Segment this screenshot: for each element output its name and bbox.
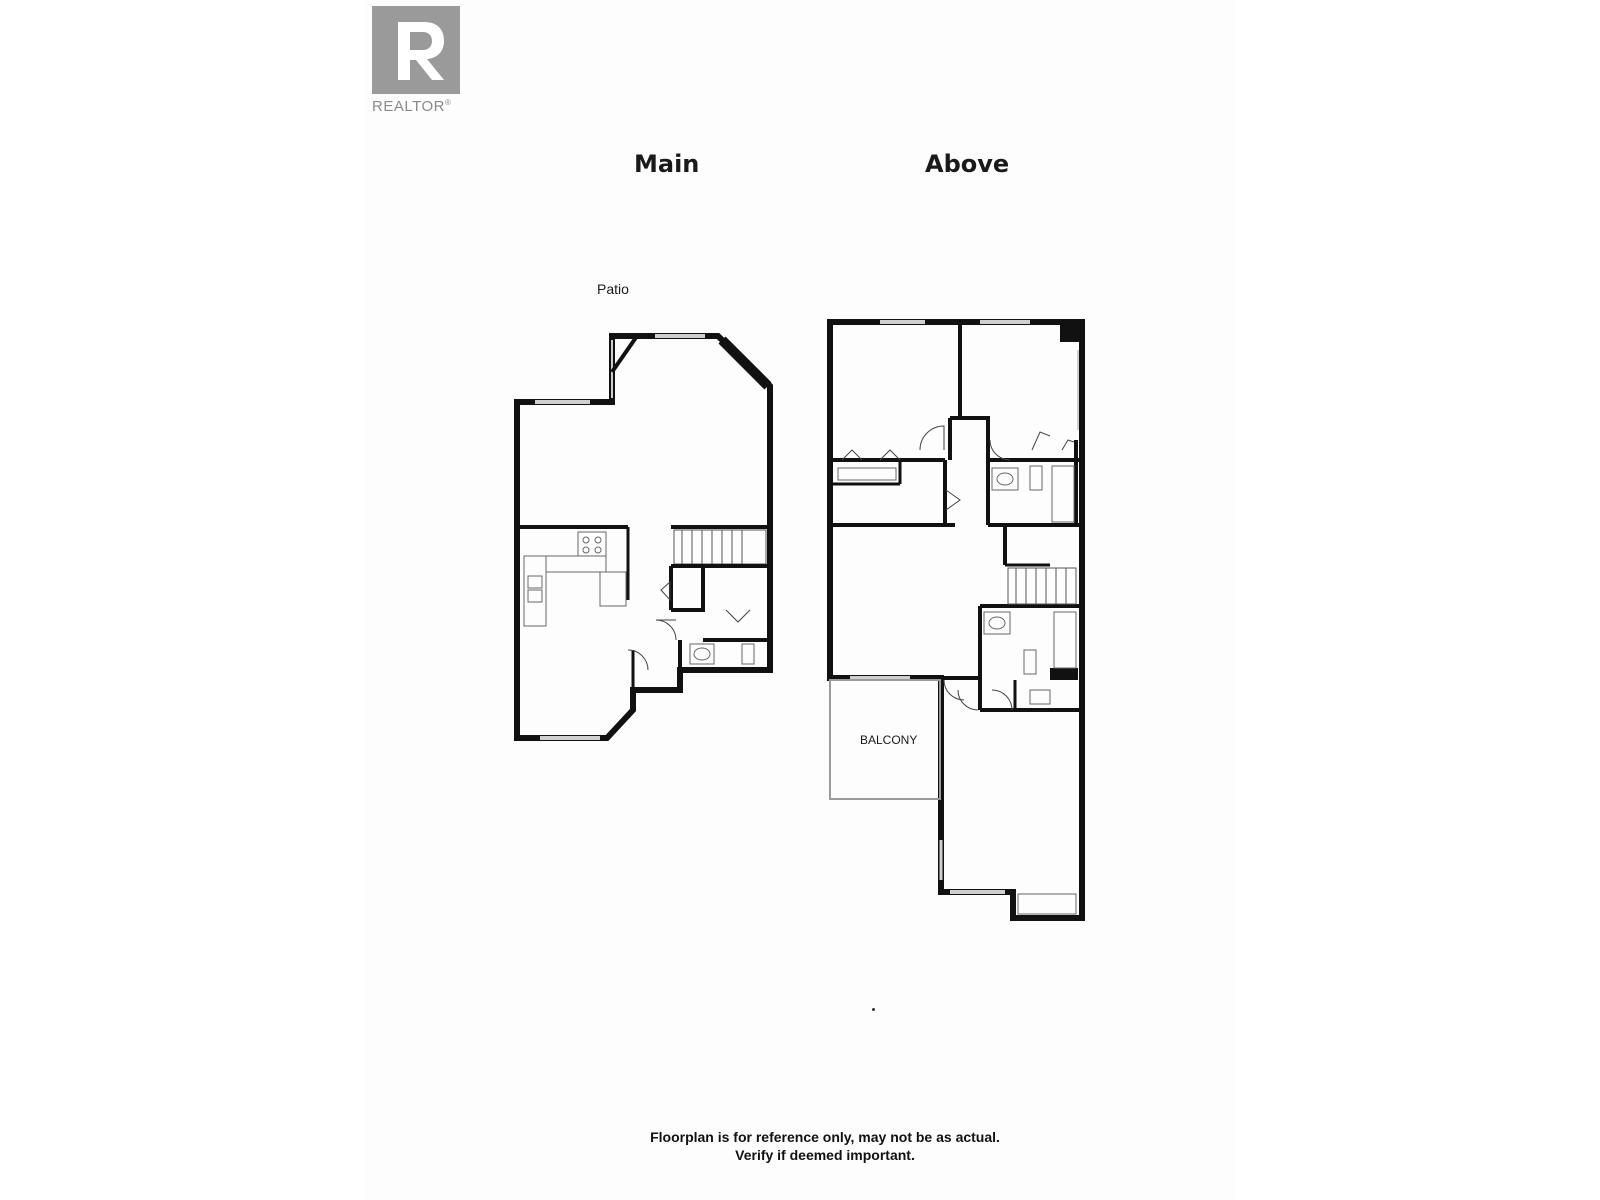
floor-title-main: Main xyxy=(634,150,700,178)
balcony-label: BALCONY xyxy=(860,733,918,747)
above-stairs xyxy=(1007,567,1077,605)
main-kitchen xyxy=(523,531,627,627)
main-floor-plan xyxy=(514,333,773,741)
main-bay-wall xyxy=(718,336,772,390)
above-door-swing xyxy=(841,425,1075,711)
stray-dot xyxy=(872,1008,875,1011)
above-closet xyxy=(837,467,897,481)
patio-label: Patio xyxy=(597,281,629,297)
main-powder-room xyxy=(689,643,755,665)
main-outer-wall xyxy=(514,333,773,741)
realtor-wordmark: REALTOR® xyxy=(372,98,451,115)
disclaimer-line-1: Floorplan is for reference only, may not… xyxy=(650,1129,1000,1145)
main-stairs xyxy=(673,529,767,565)
above-corner-block xyxy=(1060,322,1080,342)
above-floor-plan xyxy=(827,319,1085,921)
disclaimer: Floorplan is for reference only, may not… xyxy=(560,1128,1090,1164)
disclaimer-line-2: Verify if deemed important. xyxy=(735,1147,915,1163)
above-corner-block xyxy=(1050,668,1078,680)
floor-title-above: Above xyxy=(925,150,1010,178)
above-balcony xyxy=(829,679,941,800)
realtor-text: REALTOR xyxy=(372,98,445,115)
realtor-logo: REALTOR® xyxy=(372,6,468,118)
above-storage xyxy=(1017,893,1077,915)
main-bay-wall xyxy=(610,334,639,374)
floorplan-sheet xyxy=(365,0,1235,1200)
main-door-swing xyxy=(627,580,751,671)
above-bathroom xyxy=(983,465,1077,705)
above-outer-wall xyxy=(827,319,1085,921)
realtor-r-icon xyxy=(372,6,460,94)
registered-mark: ® xyxy=(444,98,452,107)
